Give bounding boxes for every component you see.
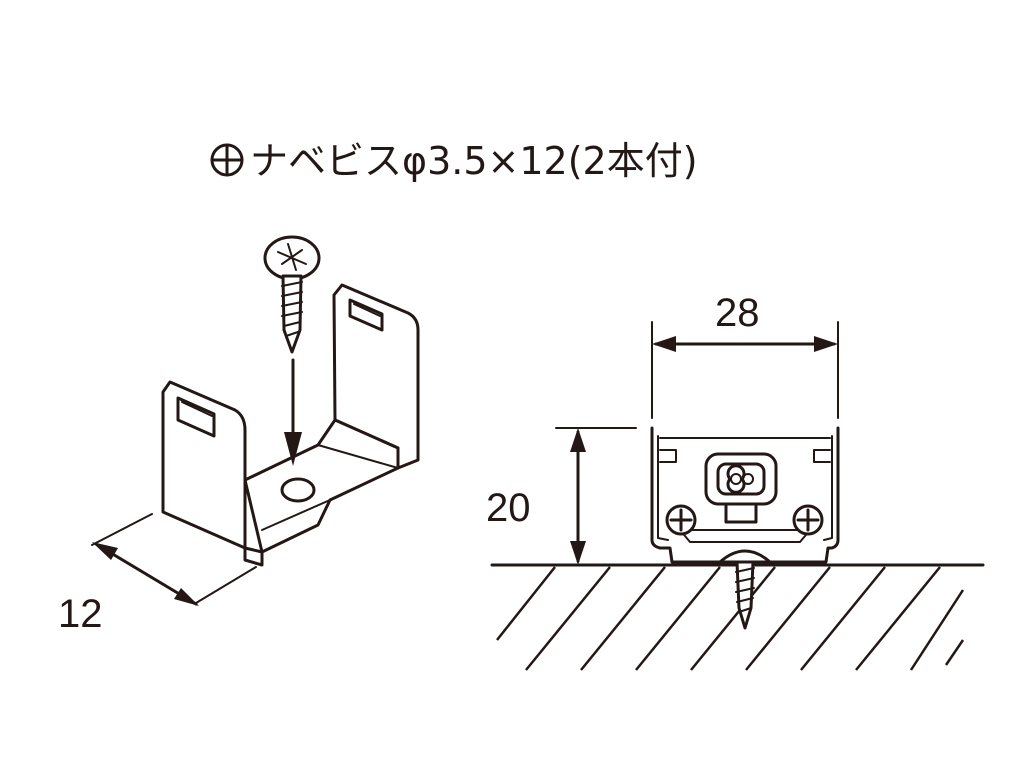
height-label: 20 [486,486,531,530]
width-label: 28 [715,291,760,335]
height-dimension [555,427,637,565]
section-view: 28 20 [486,291,985,671]
depth-dimension [91,513,257,606]
bracket-iso-view: 12 [58,235,420,636]
insert-arrow-icon [284,358,302,466]
surface-hatching [496,566,965,671]
mounting-screw-icon [718,549,772,630]
title-text: ナベビスφ3.5×12(2本付) [250,139,698,183]
width-dimension [651,321,839,419]
phillips-cross-icon [210,143,244,177]
title-line: ナベビスφ3.5×12(2本付) [210,139,698,183]
left-screw-icon [665,504,697,536]
screw-icon [263,235,321,354]
right-screw-icon [792,504,824,536]
depth-label: 12 [58,592,103,636]
